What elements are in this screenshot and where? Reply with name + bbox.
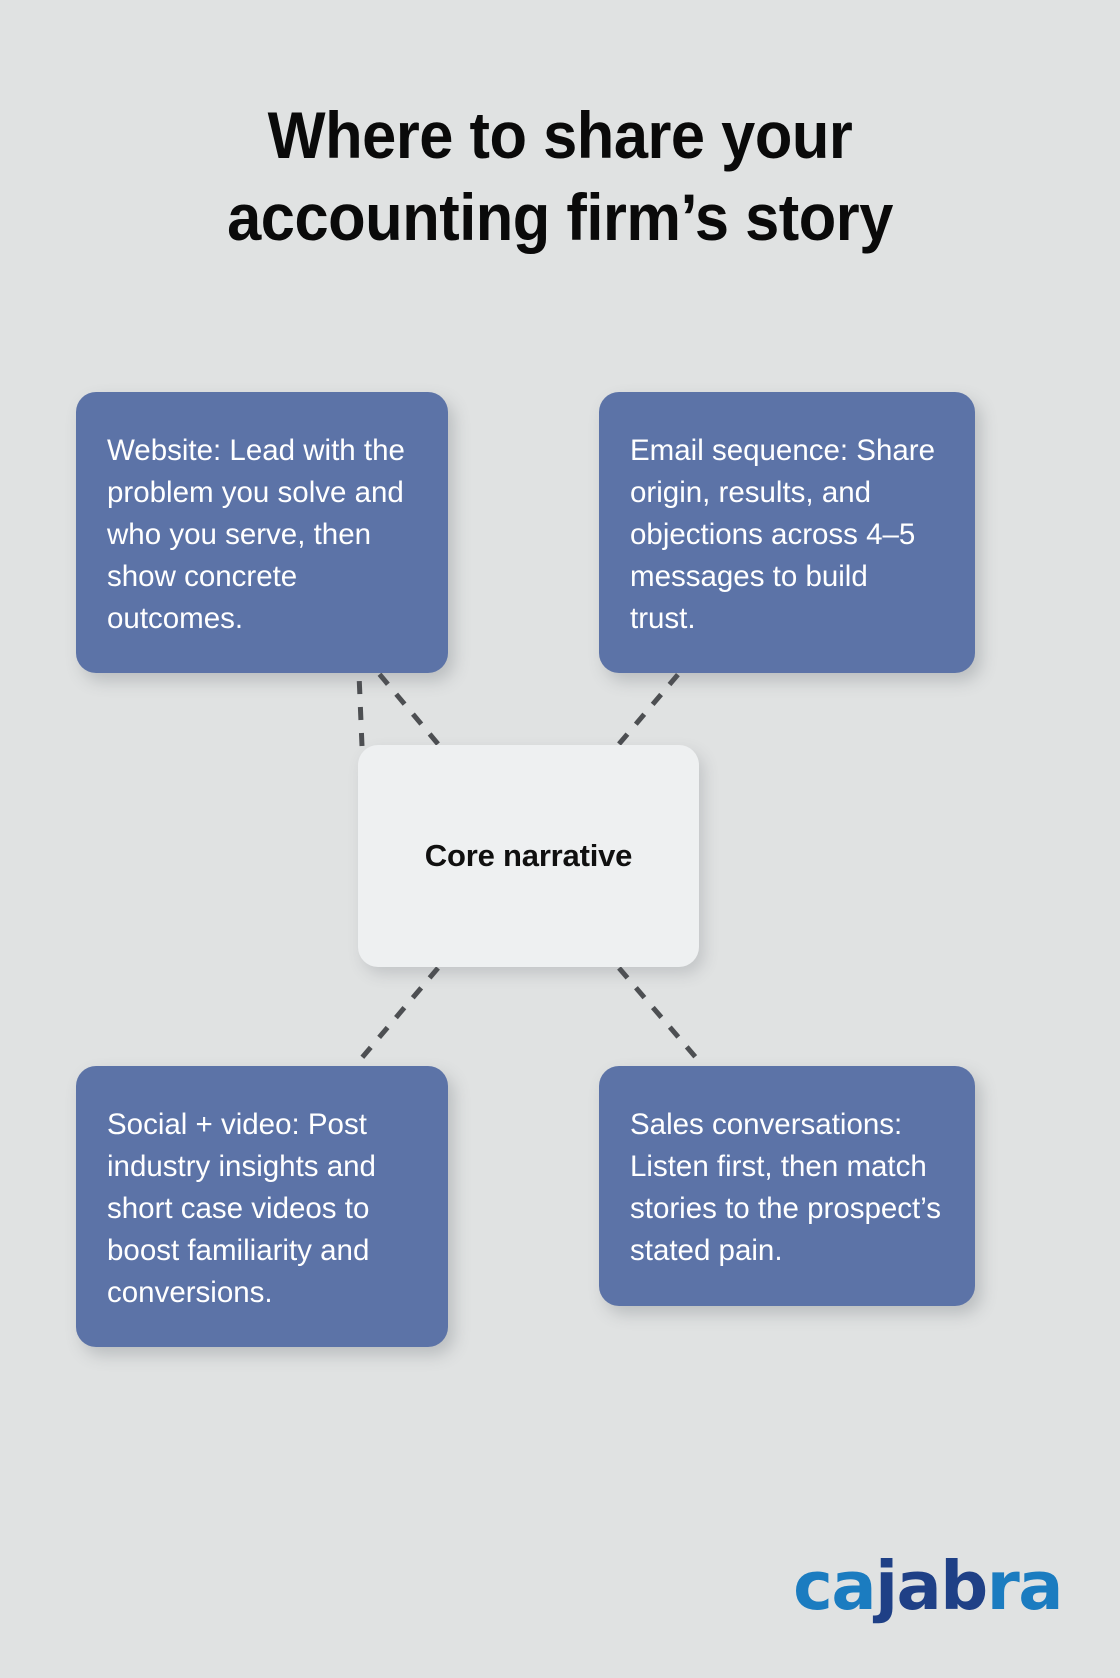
node-social-video-text: Social + video: Post industry insights a… [107, 1108, 376, 1309]
logo-segment-ra: ra [986, 1547, 1064, 1625]
node-email-sequence[interactable]: Email sequence: Share origin, results, a… [599, 392, 975, 674]
connector-bottom-right [617, 966, 700, 1062]
cajabra-logo: cajabra [793, 1553, 1063, 1620]
node-sales-conversations[interactable]: Sales conversations: Listen first, then … [599, 1066, 975, 1306]
logo-segment-ja: ja [875, 1547, 942, 1625]
logo-segment-ca: ca [793, 1547, 876, 1625]
node-social-video[interactable]: Social + video: Post industry insights a… [76, 1066, 448, 1348]
page-title: Where to share your accounting firm’s st… [227, 98, 893, 254]
node-email-sequence-text: Email sequence: Share origin, results, a… [630, 434, 936, 635]
connector-bottom-left [358, 966, 440, 1062]
node-core-narrative-label: Core narrative [424, 838, 633, 873]
node-core-narrative[interactable]: Core narrative [358, 745, 699, 967]
node-website[interactable]: Website: Lead with the problem you solve… [76, 392, 448, 674]
node-sales-conversations-text: Sales conversations: Listen first, then … [630, 1108, 942, 1267]
logo-segment-b: b [940, 1547, 988, 1625]
node-website-text: Website: Lead with the problem you solve… [107, 434, 405, 635]
